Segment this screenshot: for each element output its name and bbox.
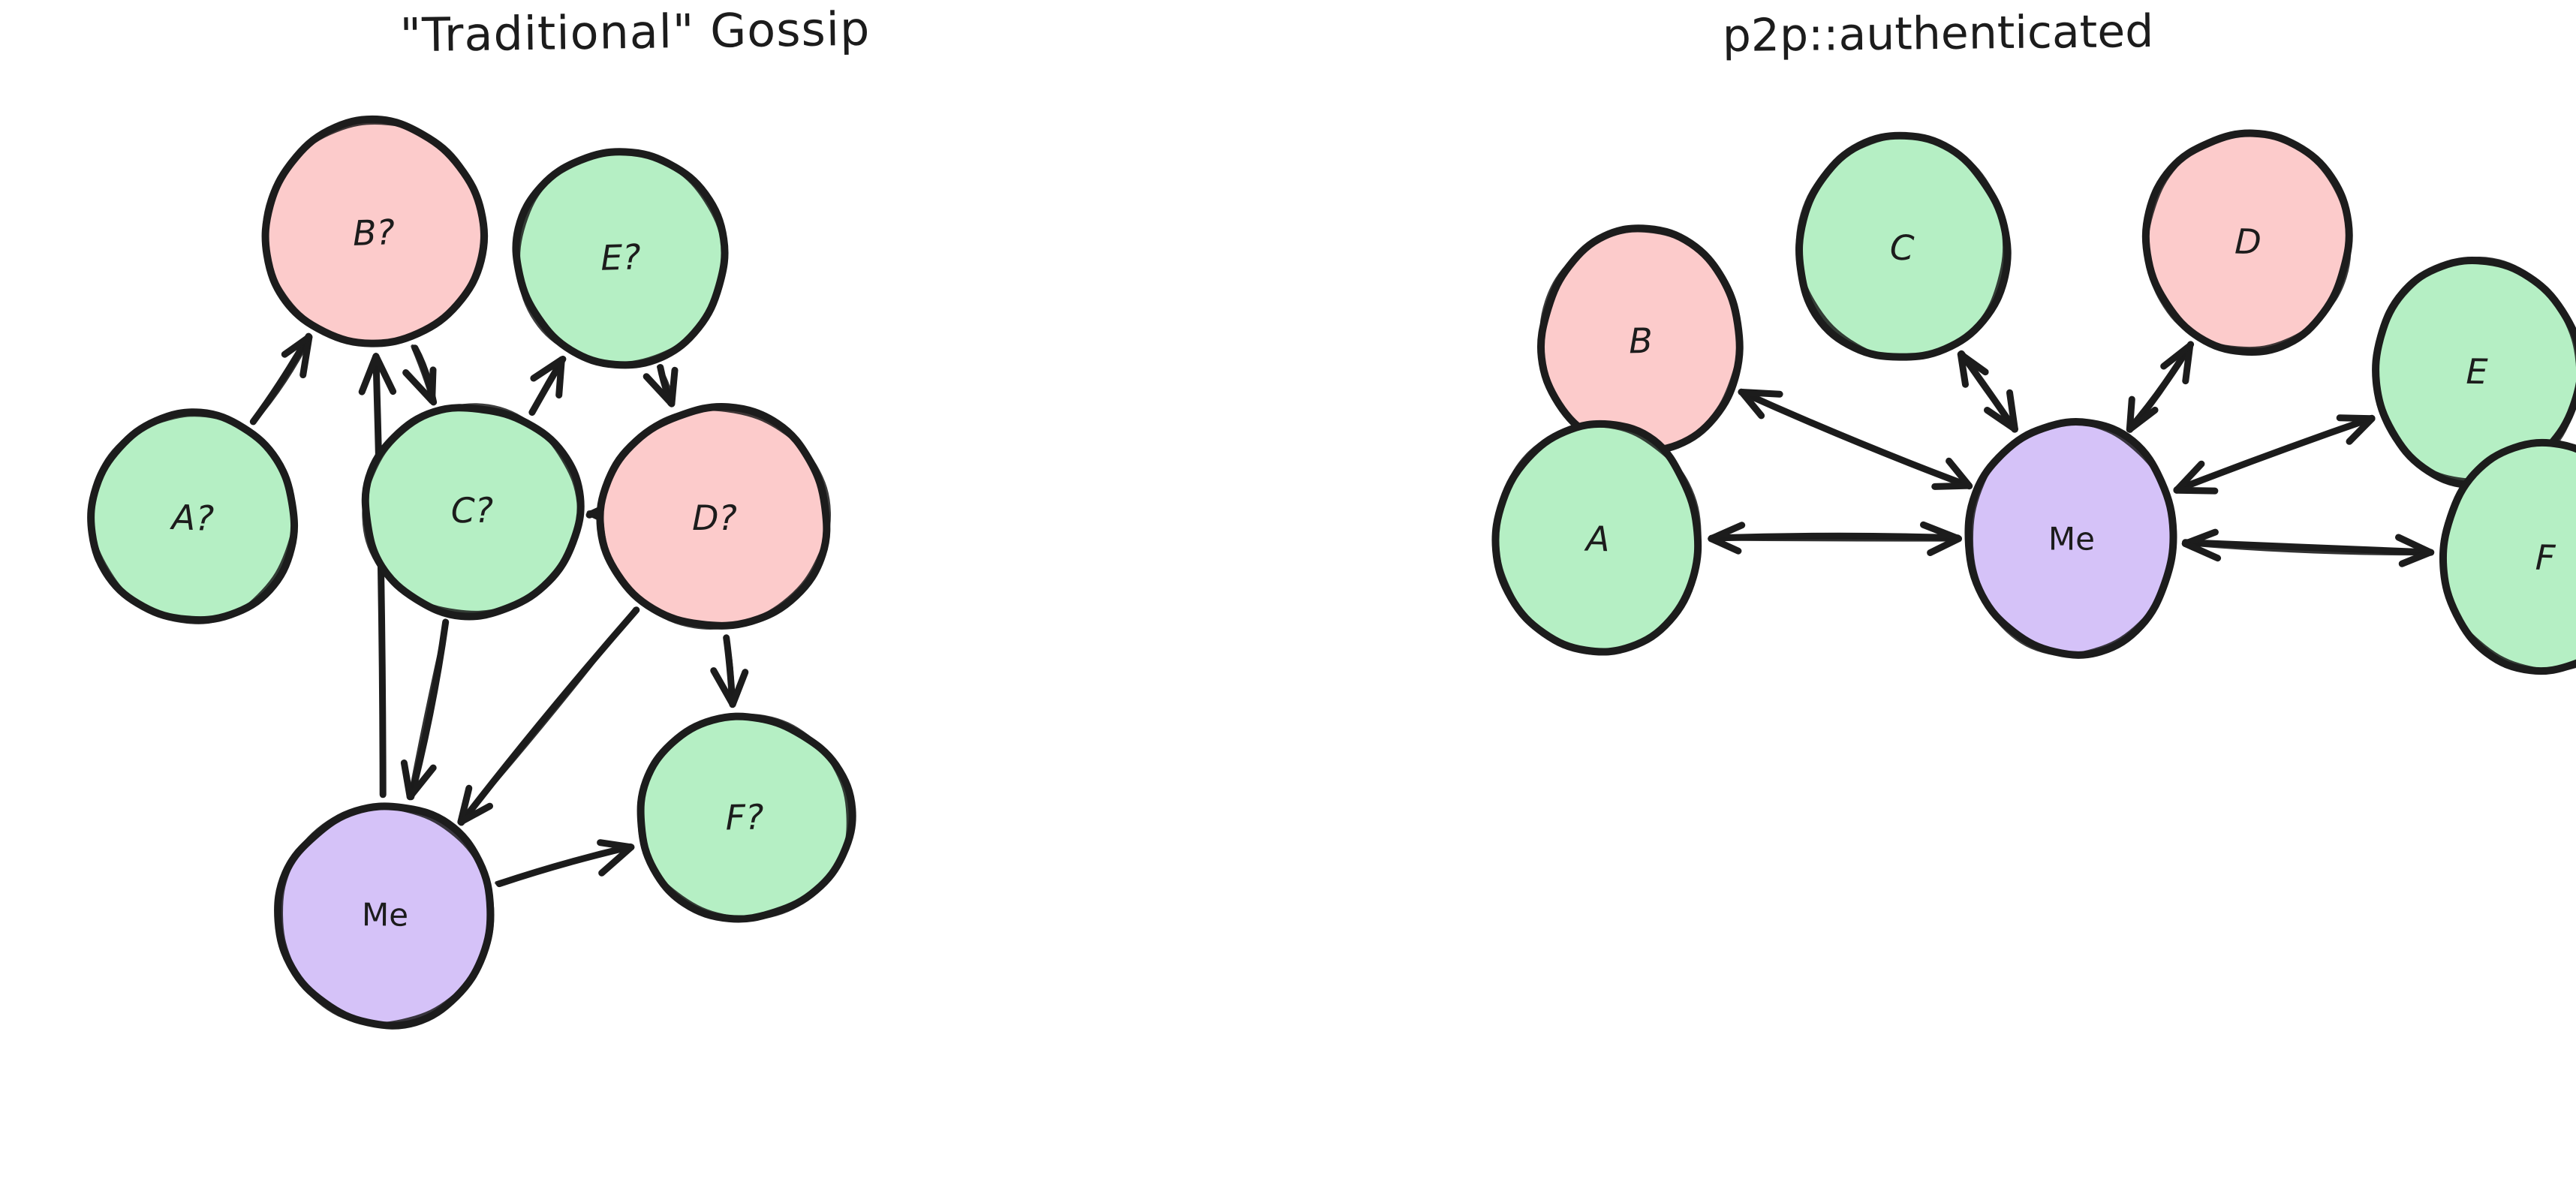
edge-7-Me-to-D (2126, 341, 2195, 433)
edge-7-D-to-F (710, 634, 749, 708)
node-e[interactable] (512, 148, 729, 369)
edge-7-C-to-Me (400, 618, 450, 801)
graph-canvas-p2p-authenticated (1491, 129, 2576, 675)
edge-7-B-to-C (402, 344, 438, 406)
node-a[interactable] (1491, 420, 1702, 656)
node-a[interactable] (87, 408, 299, 624)
node-d[interactable] (596, 402, 831, 630)
node-f[interactable] (2439, 438, 2576, 675)
node-c[interactable] (1795, 131, 2012, 361)
edge-7-D-to-Me (457, 606, 640, 826)
edge-7-Me-to-A (1708, 521, 1962, 556)
panel-traditional-gossip: "Traditional" Gossip B?E?A?C?D?F?Me (87, 2, 871, 1030)
edge-7-Me-to-C (1957, 350, 2018, 433)
node-me[interactable] (274, 802, 495, 1030)
edge-7-A-to-B (249, 332, 313, 426)
edge-7-Me-to-B (1738, 388, 1973, 490)
node-d[interactable] (2141, 129, 2353, 356)
edge-7-Me-to-E (2173, 414, 2376, 495)
node-me[interactable] (1964, 418, 2177, 659)
edge-7-C-to-E (528, 356, 567, 416)
node-f[interactable] (636, 712, 856, 923)
node-c[interactable] (361, 403, 585, 621)
edge-7-Me-to-B (358, 353, 397, 799)
node-b[interactable] (1536, 224, 1744, 455)
graph-canvas-traditional-gossip (87, 115, 856, 1030)
edge-7-Me-to-F (2181, 528, 2435, 567)
node-b[interactable] (261, 115, 489, 347)
edge-7-E-to-D (642, 364, 679, 408)
edge-7-Me-to-F (495, 839, 635, 888)
